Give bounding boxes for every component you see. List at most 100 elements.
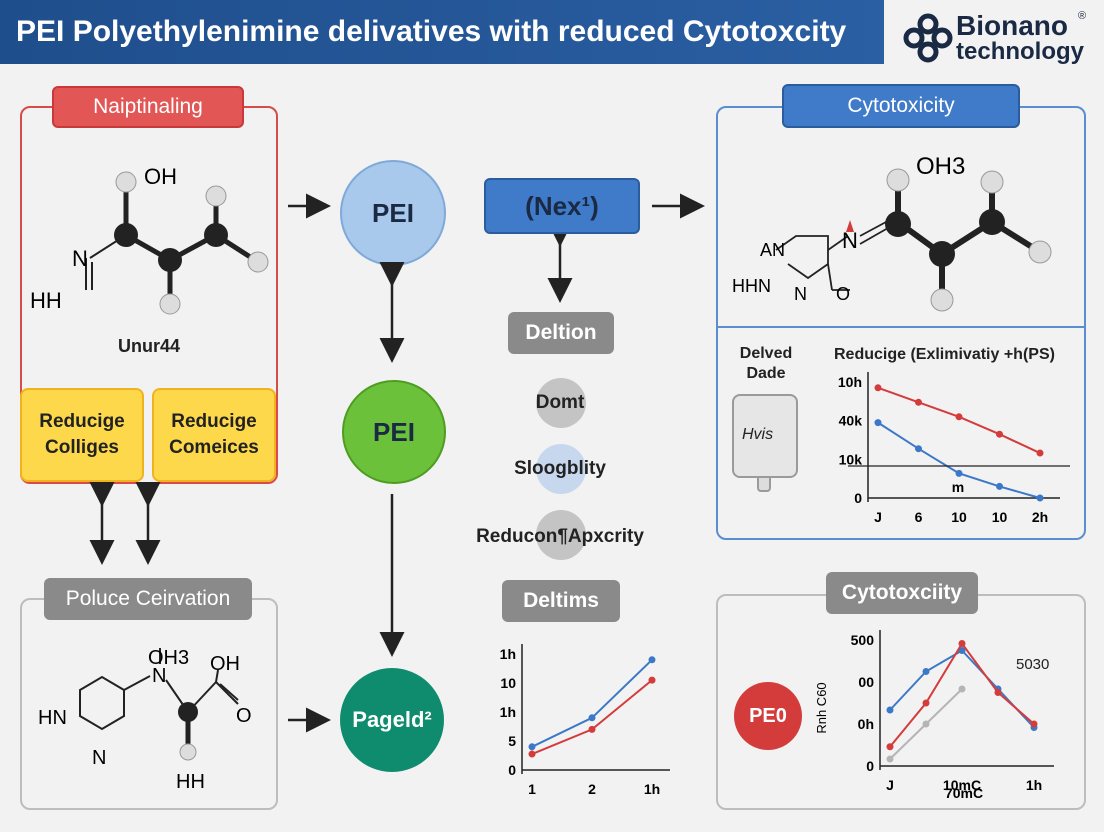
pe0-badge: PE0: [734, 682, 802, 750]
series-line: [877, 386, 1041, 454]
y-tick-label: 500: [851, 632, 875, 648]
box-a-line1: Reducige: [39, 411, 125, 432]
data-point: [886, 743, 894, 751]
data-point: [922, 720, 930, 728]
atom-hhn: HHN: [732, 276, 771, 296]
reduce-colliges-box: Reducige Colliges: [20, 388, 144, 482]
atom-hh-bl: HH: [176, 771, 205, 793]
logo: Bionano ® technology: [900, 8, 1100, 68]
y-tick-label: 0h: [858, 716, 874, 732]
x-tick-label: 10: [951, 509, 967, 525]
reducon-dot: [536, 510, 586, 560]
data-point: [874, 419, 882, 427]
deltims-label: Deltims: [502, 580, 620, 622]
data-point: [922, 699, 930, 707]
data-point: [1036, 494, 1044, 502]
data-point: [915, 445, 922, 453]
data-point: [588, 725, 596, 733]
box-b-line1: Reducige: [171, 411, 257, 432]
data-point: [648, 656, 656, 664]
data-point: [1030, 720, 1038, 728]
atom-n2-bl: N: [92, 747, 106, 769]
data-point: [874, 384, 882, 392]
molecule-bottom-left: OH3 OH O N HN N HH: [38, 647, 252, 793]
atom-oh3: OH3: [148, 647, 189, 669]
molecule-cyto: OH3 AN HHN N N O: [732, 153, 1052, 312]
data-point: [648, 676, 656, 684]
cyto-divider: [716, 326, 1086, 328]
bottom-left-label: Poluce Ceirvation: [44, 578, 252, 620]
sloogblity-dot: [536, 444, 586, 494]
series-line: [889, 641, 1035, 748]
y-tick-label: 5: [508, 733, 516, 749]
data-point: [996, 430, 1003, 438]
x-axis-label: 70mC: [945, 785, 983, 801]
chart-title-top: Reducige (Exlimivatiy +h(PS): [834, 346, 1055, 363]
x-tick-label: 1h: [644, 781, 660, 797]
cytotoxicity-label: Cytotoxicity: [782, 84, 1020, 128]
warning-arrow-icon: [846, 220, 854, 232]
next-box: (Nex¹): [484, 178, 640, 234]
x-tick-label: 10: [992, 509, 1008, 525]
reduce-comeices-box: Reducige Comeices: [152, 388, 276, 482]
logo-name: Bionano: [956, 10, 1068, 41]
data-point: [994, 689, 1002, 696]
atom-n: N: [72, 246, 88, 271]
y-tick-label: 0: [508, 762, 516, 778]
atom-n1-cyto: N: [842, 228, 858, 253]
molecule-left: OH N HH: [30, 164, 269, 315]
vial-label: Delved Dade: [739, 345, 793, 382]
data-point: [955, 469, 963, 477]
atom-oh-bl: OH: [210, 653, 240, 675]
x-tick-label: 2: [588, 781, 596, 797]
data-point: [996, 482, 1003, 490]
x-tick-label: 2h: [1032, 509, 1048, 525]
data-point: [955, 413, 963, 421]
y-tick-label: 10: [500, 675, 516, 691]
page-title: PEI Polyethylenimine delivatives with re…: [0, 0, 884, 64]
x-tick-label: 10mC: [943, 777, 981, 793]
logo-subtitle: technology: [956, 38, 1085, 65]
atom-hn-bl: HN: [38, 707, 67, 729]
x-tick-label: 1: [528, 781, 536, 797]
y-axis-label: Rnh C60: [814, 682, 829, 733]
vial-bag-icon: [732, 394, 798, 478]
growth-chart: 1 2 1h 0 5 1h 10 1h: [500, 644, 670, 797]
vial-outlet-icon: [757, 476, 771, 492]
atom-o-cyto: O: [836, 284, 850, 304]
x-axis-label: m: [952, 479, 964, 495]
y-tick-label: 0: [854, 490, 862, 506]
data-point: [886, 755, 894, 763]
atom-hh: HH: [30, 288, 62, 313]
series-line: [531, 659, 653, 748]
left-panel-label: Naiptinaling: [52, 86, 244, 128]
x-tick-label: 6: [915, 509, 923, 525]
y-tick-label: 1h: [500, 646, 516, 662]
chart-annotation: 5030: [1016, 656, 1050, 673]
pageld-circle: Pageld²: [340, 668, 444, 772]
data-point: [958, 647, 966, 654]
y-tick-label: 00: [858, 674, 874, 690]
domt-dot: [536, 378, 586, 428]
data-point: [922, 668, 930, 675]
data-point: [528, 743, 536, 751]
atom-n-bl: N: [152, 665, 166, 687]
box-b-line2: Comeices: [169, 437, 259, 458]
box-a-line2: Colliges: [45, 437, 119, 458]
data-point: [958, 685, 966, 693]
data-point: [1036, 449, 1044, 457]
logo-registered-mark: ®: [1078, 10, 1087, 22]
cytotoxicity-bottom-label: Cytotoxciity: [826, 572, 978, 614]
x-tick-label: J: [886, 777, 894, 793]
y-tick-label: 0: [866, 758, 874, 774]
data-point: [528, 750, 536, 758]
atom-an: AN: [760, 240, 785, 260]
y-tick-label: 10h: [838, 374, 862, 390]
data-point: [588, 714, 596, 722]
atom-oh3-cyto: OH3: [916, 153, 965, 180]
y-tick-label: 1h: [500, 704, 516, 720]
logo-icon: [903, 13, 953, 63]
